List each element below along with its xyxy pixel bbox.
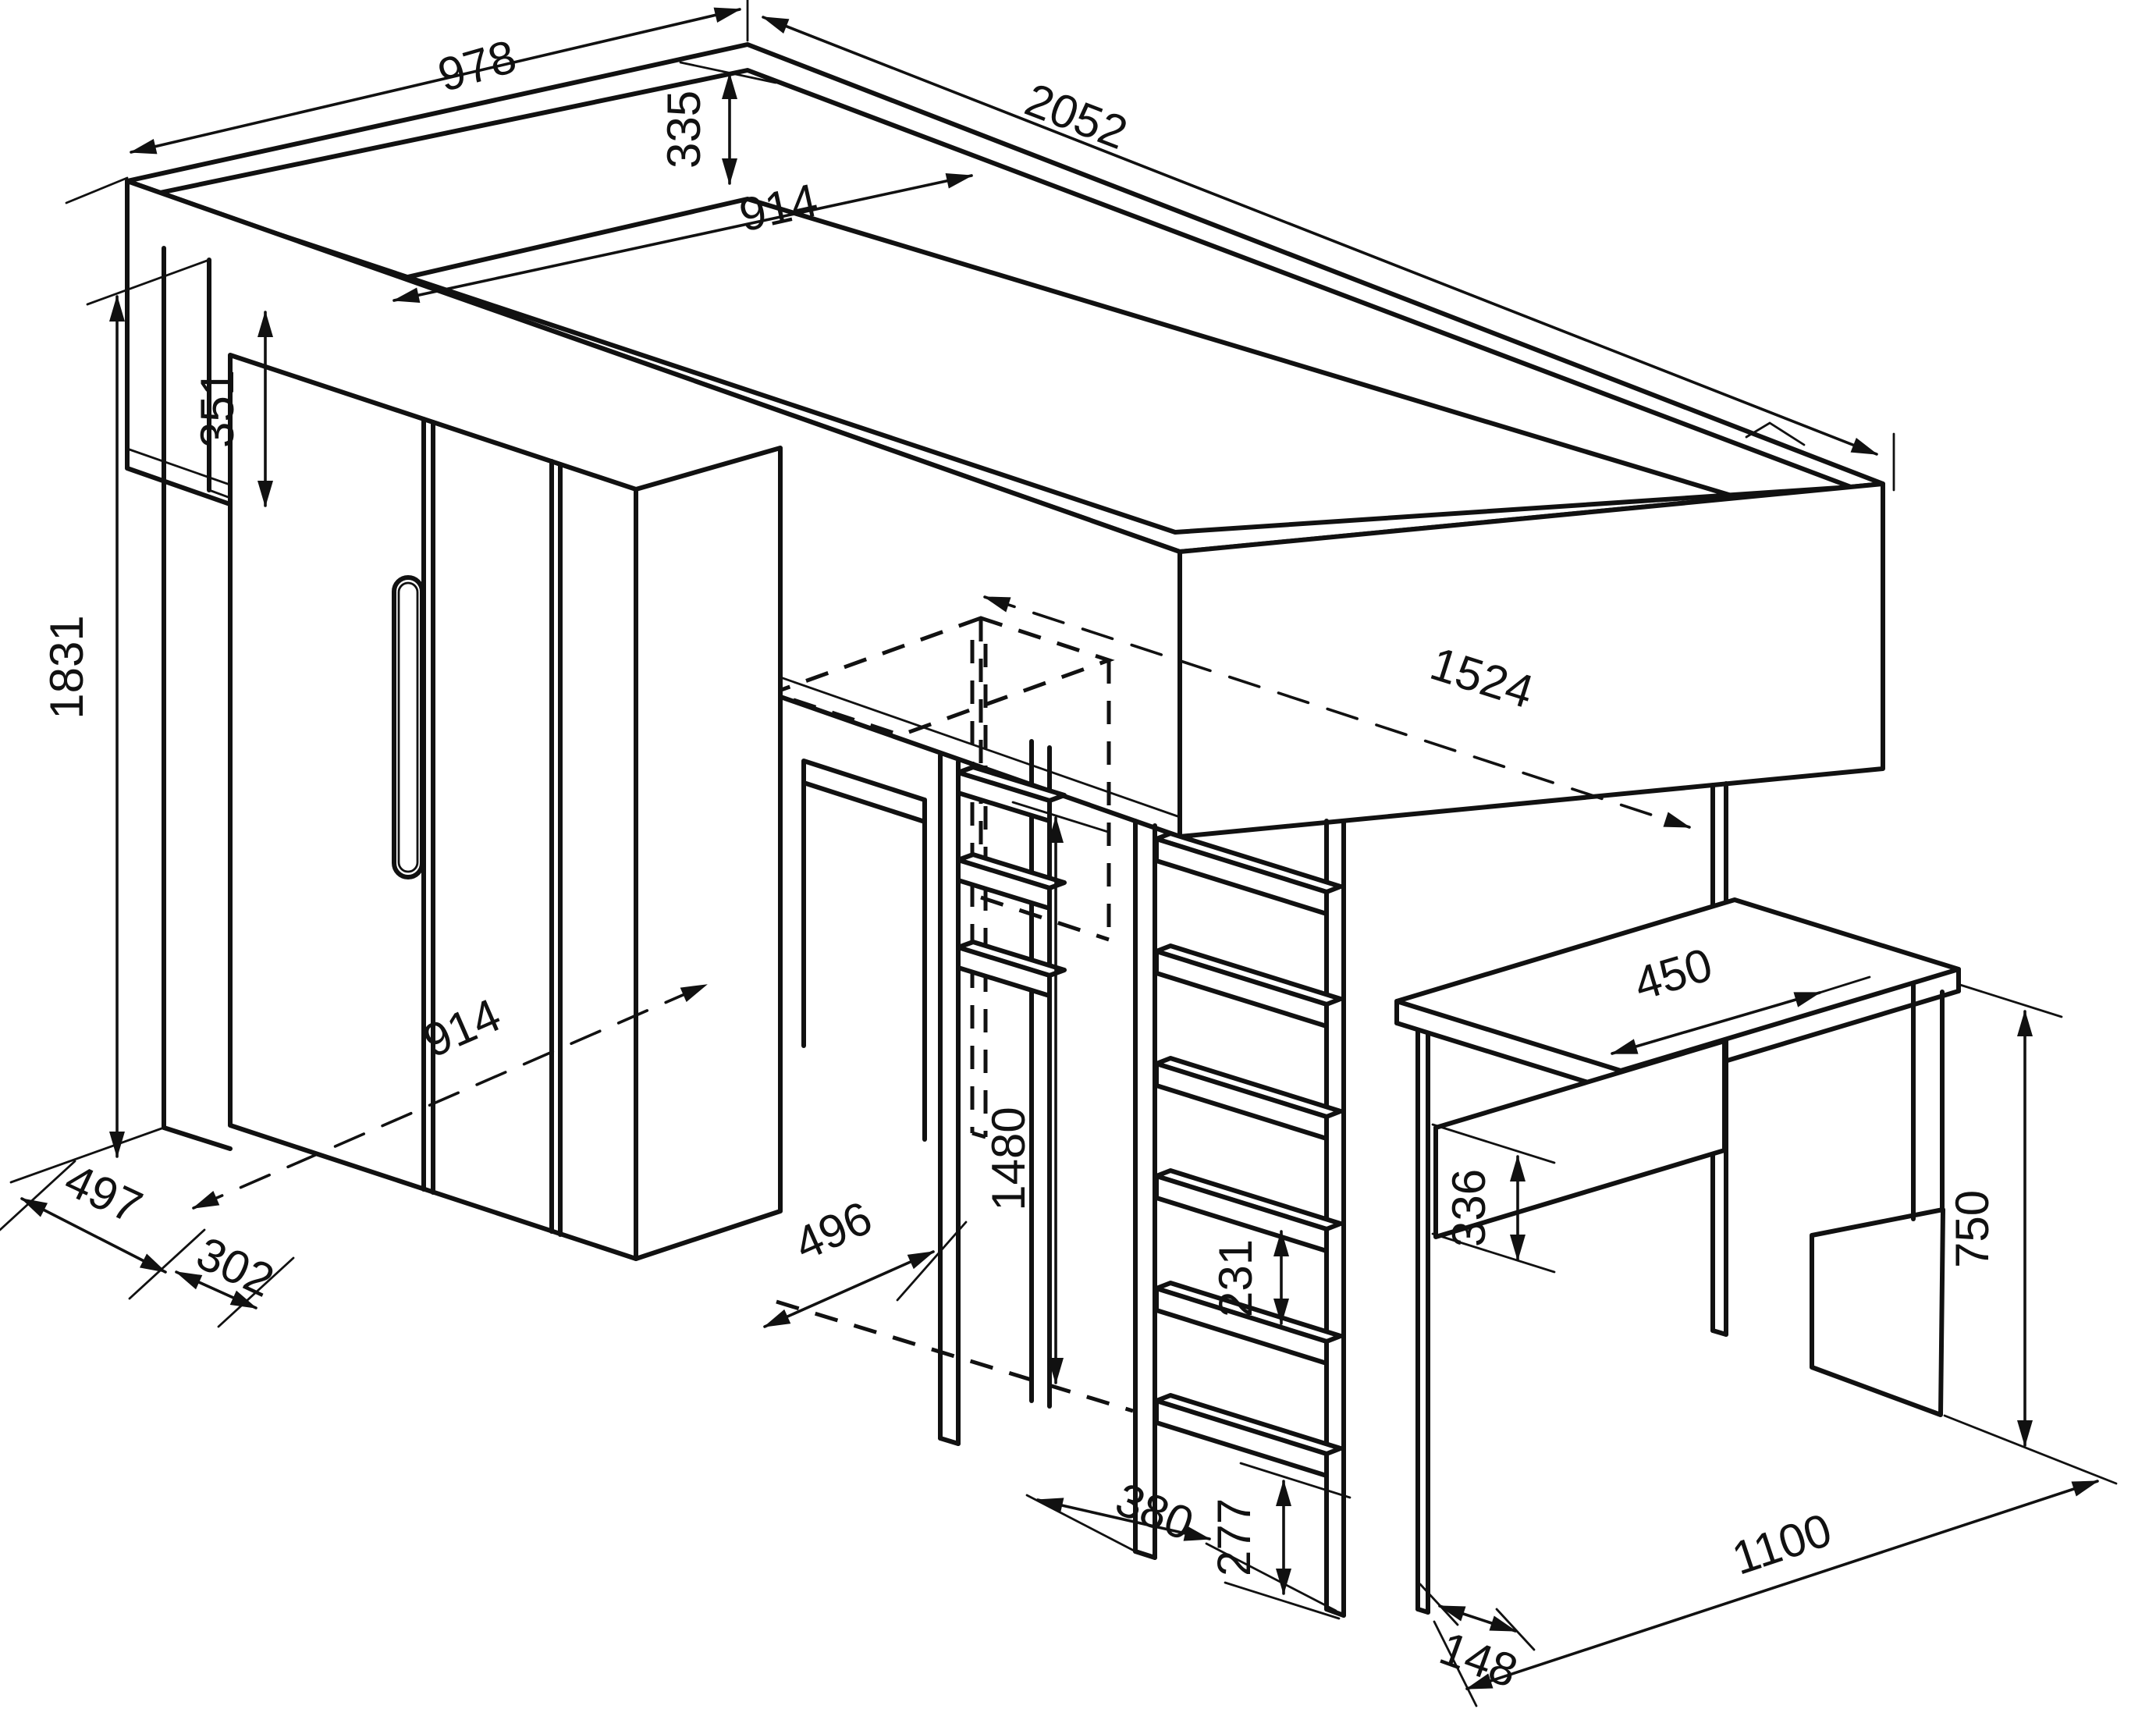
underbed-floor-hidden-line [776, 1299, 1134, 1413]
dim-label-bed-length: 2052 [1018, 73, 1135, 159]
post-foot [1710, 1328, 1728, 1337]
dimline-914-bottom [192, 983, 708, 1210]
desk-slab [801, 759, 927, 1142]
ext-277-bottom [1224, 1581, 1341, 1620]
ladder-step-front-6 [1154, 1398, 1329, 1478]
ext-978-left [65, 176, 129, 204]
dimline-1100 [1465, 1480, 2099, 1690]
desk-slab-edge [801, 759, 927, 824]
desk-left-leg-foot [1415, 1607, 1430, 1615]
ladder-step-front-2 [1154, 949, 1329, 1029]
dimline-2052 [762, 16, 1878, 456]
ext-1831-bottom [9, 1126, 165, 1184]
wardrobe-side-face [634, 446, 783, 1261]
dim-label-bottom-step: 277 [1208, 1498, 1260, 1576]
door-handle-inner [397, 581, 419, 873]
ladder-right-foot [1324, 1607, 1346, 1618]
ladder-left-foot [1133, 1549, 1157, 1560]
dim-label-drawer-height: 336 [1443, 1169, 1495, 1247]
ext-750-floor [1943, 1414, 2118, 1485]
dimline-496 [763, 1250, 935, 1328]
wardrobe [162, 353, 783, 1261]
dim-label-overall-height: 1831 [41, 615, 93, 719]
ext-336-top [1431, 1123, 1556, 1164]
ladder-step-front-5 [1154, 1286, 1329, 1366]
ext-497-left [0, 1160, 76, 1231]
desk-drawer-front [1433, 1039, 1727, 1239]
dimline-914-top [392, 172, 973, 304]
door-handle-outer [392, 575, 424, 879]
pullout-support-foot [971, 1131, 986, 1139]
dimline-380 [1036, 1498, 1211, 1541]
dimline-978 [130, 7, 741, 155]
ext-277-top [1239, 1462, 1351, 1499]
ladder-step-front-3 [1154, 1061, 1329, 1141]
dim-label-side-depth-rear: 302 [189, 1227, 282, 1307]
dim-label-headboard: 335 [658, 91, 710, 169]
ext-750-top [1959, 983, 2063, 1018]
pullout-bottom-edge [980, 895, 1110, 942]
dim-label-interior-depth: 496 [787, 1191, 879, 1270]
ext-496-right [896, 1221, 968, 1302]
dimline-497 [20, 1197, 167, 1274]
dim-label-desk-height: 750 [1946, 1190, 1998, 1268]
dimline-302 [175, 1270, 258, 1309]
desk-unit [1394, 897, 1961, 1615]
desk-right-leg-panel [1810, 1207, 1945, 1417]
dim-label-frame-front: 351 [191, 370, 243, 448]
ext-497-302-mid [128, 1228, 206, 1300]
dimline-1524 [983, 595, 1691, 829]
ext-380-right [1205, 1542, 1337, 1612]
dim-label-ladder-depth: 380 [1109, 1473, 1201, 1551]
ext-336-bottom [1431, 1232, 1556, 1274]
dimline-450 [1611, 991, 1821, 1055]
dim-label-clearance-height: 1480 [982, 1107, 1035, 1210]
ext-450-right [1818, 975, 1871, 994]
gable-floor-edge [162, 1125, 233, 1151]
dim-label-bed-depth: 978 [432, 30, 522, 101]
shelf-column [938, 739, 1067, 1446]
ladder [1133, 819, 1346, 1618]
ext-1100-left [1433, 1620, 1478, 1707]
shelf-col-foot [938, 1436, 961, 1446]
dim-label-step-spacing: 231 [1209, 1239, 1262, 1317]
ext-1831-top [86, 258, 211, 306]
ladder-step-front-1 [1154, 837, 1329, 916]
